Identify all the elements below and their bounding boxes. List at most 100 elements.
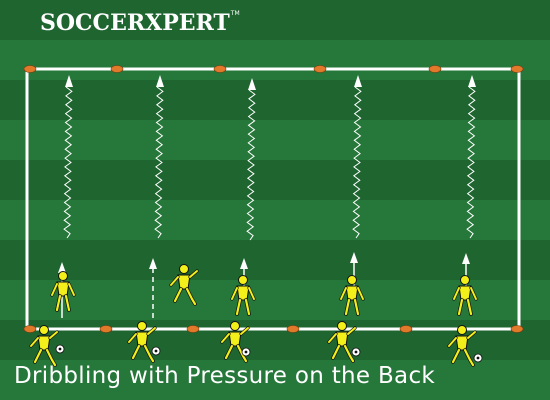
logo-trademark: TM: [230, 10, 240, 17]
ball-patch: [354, 350, 358, 354]
cone-marker: [23, 65, 37, 73]
player-arms: [340, 287, 364, 300]
player-head: [457, 325, 467, 335]
player-head: [39, 325, 49, 335]
player-figure: [339, 275, 365, 316]
cones: [23, 65, 524, 333]
player-arms: [128, 327, 156, 343]
player-head: [460, 275, 470, 285]
player-body: [455, 335, 469, 351]
player-figure: [127, 321, 157, 363]
player-figure: [169, 264, 199, 306]
arrow-head: [350, 252, 358, 263]
player-figure: [230, 275, 256, 316]
cone-marker: [510, 325, 524, 333]
grass-stripe: [0, 80, 550, 120]
grass-stripe: [0, 120, 550, 160]
wavy-dribble-line: [466, 86, 476, 239]
player-figure: [50, 271, 76, 312]
player-arms: [221, 327, 249, 343]
arrow-head: [240, 258, 248, 269]
player-body: [37, 335, 51, 351]
player-arms: [328, 327, 356, 343]
player-figure: [452, 275, 478, 316]
player-head: [347, 275, 357, 285]
arrow-head: [65, 75, 73, 87]
arrow-head: [354, 75, 362, 87]
soccerxpert-logo: SOCCERXPERTTM: [40, 10, 240, 36]
player-figure: [220, 321, 250, 363]
cone-marker: [186, 325, 200, 333]
ball-patch: [244, 350, 248, 354]
player-arms: [448, 331, 476, 347]
ball-patch: [154, 349, 158, 353]
player-body: [345, 285, 359, 301]
player-legs: [173, 287, 197, 306]
diagram-caption: Dribbling with Pressure on the Back: [14, 363, 436, 389]
balls: [55, 344, 483, 363]
grass-stripe: [0, 160, 550, 200]
grass-stripe: [0, 240, 550, 280]
player-legs: [457, 298, 473, 316]
player-arms: [231, 287, 255, 300]
player-head: [337, 321, 347, 331]
grass-stripe: [0, 0, 550, 40]
ball-patch: [476, 356, 480, 360]
arrow-head: [58, 262, 66, 273]
ball-patch: [58, 347, 62, 351]
player-legs: [451, 348, 475, 367]
player-legs: [224, 344, 248, 363]
player-figure: [29, 325, 59, 367]
player-body: [236, 285, 250, 301]
wavy-dribble-line: [352, 86, 362, 239]
cone-marker: [428, 65, 442, 73]
cone-marker: [213, 65, 227, 73]
player-arms: [170, 270, 198, 286]
player-head: [179, 264, 189, 274]
player-head: [58, 271, 68, 281]
cone-marker: [99, 325, 113, 333]
cone-marker: [23, 325, 37, 333]
player-body: [177, 274, 191, 290]
cone-marker: [110, 65, 124, 73]
player-figure: [327, 321, 357, 363]
arrow-head: [248, 78, 256, 90]
arrow-head: [149, 258, 157, 269]
player-legs: [235, 298, 251, 316]
player-arms: [453, 287, 477, 300]
arrow-head: [462, 253, 470, 264]
player-head: [230, 321, 240, 331]
player-head: [137, 321, 147, 331]
player-body: [228, 331, 242, 347]
player-legs: [331, 344, 355, 363]
player-legs: [344, 298, 360, 316]
player-head: [238, 275, 248, 285]
player-legs: [131, 344, 155, 363]
cone-marker: [399, 325, 413, 333]
wavy-dribble-line: [63, 86, 73, 239]
grass-stripe: [0, 40, 550, 80]
arrow-head: [468, 75, 476, 87]
logo-text: SOCCERXPERT: [40, 10, 230, 36]
cone-marker: [286, 325, 300, 333]
player-body: [458, 285, 472, 301]
arrow-head: [156, 75, 164, 87]
player-body: [335, 331, 349, 347]
player-arms: [30, 331, 58, 347]
wavy-dribble-line: [154, 86, 164, 239]
player-figure: [447, 325, 477, 367]
players: [29, 264, 478, 367]
cone-marker: [510, 65, 524, 73]
player-arms: [51, 283, 75, 296]
grass-stripe: [0, 360, 550, 400]
wavy-dribble-line: [246, 89, 256, 241]
player-body: [56, 281, 70, 297]
field-boundary: [25, 67, 521, 331]
player-legs: [55, 294, 71, 312]
cone-marker: [313, 65, 327, 73]
player-body: [135, 331, 149, 347]
grass-stripe: [0, 200, 550, 240]
